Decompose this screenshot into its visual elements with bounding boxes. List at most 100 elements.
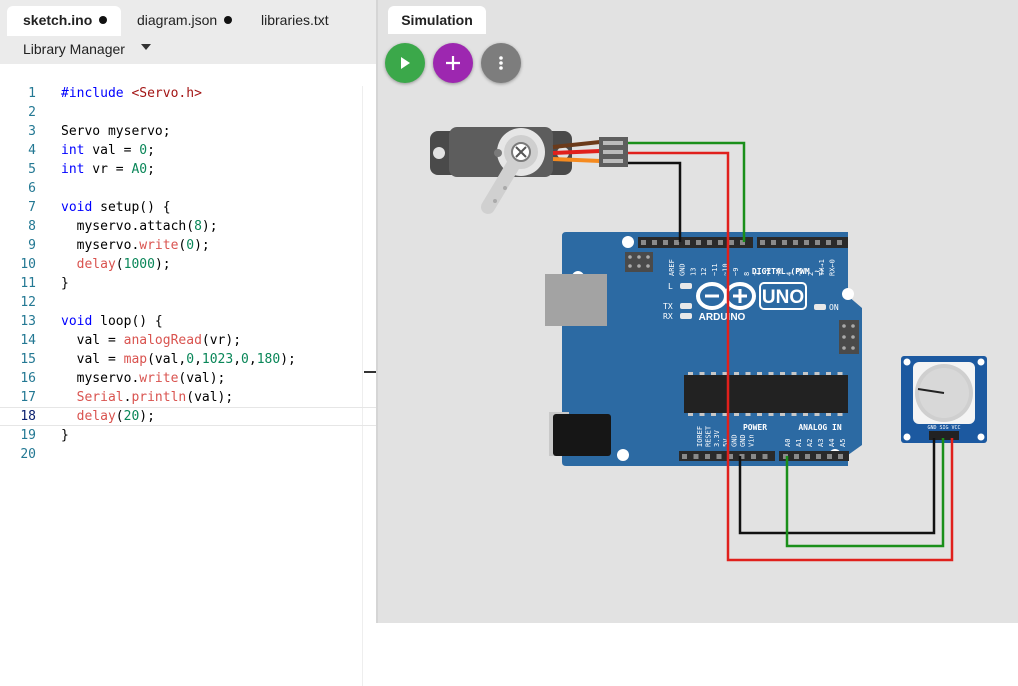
pin-label: 4 (786, 272, 794, 276)
line-number: 15 (20, 352, 36, 367)
line-number: 1 (28, 86, 36, 101)
code-text: val = map(val,0,1023,0,180); (61, 352, 296, 367)
line-number: 12 (20, 295, 36, 310)
code-text: int vr = A0; (61, 162, 155, 177)
plus-icon (446, 56, 460, 70)
code-line[interactable]: 16 myservo.write(val); (0, 369, 376, 388)
pin-label: A5 (839, 439, 847, 447)
line-number: 14 (20, 333, 36, 348)
line-number: 19 (20, 428, 36, 443)
pin-label: A0 (784, 439, 792, 447)
pin-label: GND (679, 263, 687, 276)
line-number: 17 (20, 390, 36, 405)
panel-divider[interactable] (376, 0, 378, 623)
code-line[interactable]: 20 (0, 445, 376, 464)
tab-label: sketch.ino (23, 12, 93, 28)
led-rx-label: RX (663, 312, 673, 321)
code-text: #include <Servo.h> (61, 86, 202, 101)
code-line[interactable]: 15 val = map(val,0,1023,0,180); (0, 350, 376, 369)
code-line[interactable]: 7 void setup() { (0, 198, 376, 217)
line-number: 2 (28, 105, 36, 120)
simulation-canvas[interactable]: UNO ARDUINO DIGITAL (PWM ~) L TX RX ON P… (378, 0, 1018, 623)
line-number: 13 (20, 314, 36, 329)
tab-sketch-ino[interactable]: sketch.ino (7, 6, 121, 36)
code-line[interactable]: 1 #include <Servo.h> (0, 84, 376, 103)
pin-label: Vin (748, 434, 756, 447)
code-line[interactable]: 19} (0, 426, 376, 445)
add-part-button[interactable] (433, 43, 473, 83)
line-number: 4 (28, 143, 36, 158)
code-line[interactable]: 17 Serial.println(val); (0, 388, 376, 407)
simulation-panel: UNO ARDUINO DIGITAL (PWM ~) L TX RX ON P… (378, 0, 1018, 623)
ruler-line (362, 86, 363, 686)
pin-label: RX←0 (829, 259, 837, 276)
line-number: 18 (20, 409, 36, 424)
code-line[interactable]: 4 int val = 0; (0, 141, 376, 160)
code-text: } (61, 276, 69, 291)
potentiometer[interactable]: GND SIG VCC (901, 356, 987, 443)
tab-diagram-json[interactable]: diagram.json (137, 6, 247, 36)
pin-label: ~3 (796, 268, 804, 276)
editor-panel: sketch.ino diagram.json libraries.txt Li… (0, 0, 376, 686)
library-manager-button[interactable]: Library Manager (23, 41, 125, 57)
code-line[interactable]: 10 delay(1000); (0, 255, 376, 274)
play-icon (401, 57, 410, 69)
line-number: 7 (28, 200, 36, 215)
pin-label: 8 (743, 272, 751, 276)
code-line[interactable]: 18 delay(20); (0, 407, 376, 426)
pin-label: RESET (705, 425, 713, 447)
code-line[interactable]: 12 (0, 293, 376, 312)
line-number: 11 (20, 276, 36, 291)
code-text: int val = 0; (61, 143, 155, 158)
pin-label: 7 (754, 272, 762, 276)
code-line[interactable]: 9 myservo.write(0); (0, 236, 376, 255)
pin-label: ~11 (711, 263, 719, 276)
code-text: delay(20); (76, 409, 155, 424)
servo-motor[interactable] (430, 127, 628, 214)
arduino-brand-label: ARDUINO (699, 312, 746, 323)
uno-label: UNO (762, 287, 804, 308)
more-options-button[interactable] (481, 43, 521, 83)
library-manager-bar: Library Manager (0, 36, 376, 64)
scroll-marker (364, 371, 376, 373)
more-vertical-icon (499, 56, 503, 70)
arduino-logo (696, 282, 756, 310)
tab-libraries-txt[interactable]: libraries.txt (261, 6, 351, 36)
pin-label: ~6 (764, 268, 772, 276)
digital-label: DIGITAL (PWM ~) (752, 267, 824, 276)
pin-label: AREF (668, 259, 676, 276)
wires[interactable] (628, 141, 954, 562)
pot-pin-labels: GND SIG VCC (927, 425, 960, 431)
code-line[interactable]: 2 (0, 103, 376, 122)
pin-label: ~9 (732, 268, 740, 276)
pin-label: TX→1 (818, 259, 826, 276)
code-text: void setup() { (61, 200, 171, 215)
pin-label: GND (739, 434, 747, 447)
pin-label: 5V (722, 438, 730, 447)
start-simulation-button[interactable] (385, 43, 425, 83)
chevron-down-icon[interactable] (141, 44, 151, 50)
code-line[interactable]: 14 val = analogRead(vr); (0, 331, 376, 350)
pin-label: 12 (700, 268, 708, 276)
pin-label: A1 (795, 439, 803, 447)
tab-simulation[interactable]: Simulation (388, 6, 486, 34)
line-number: 5 (28, 162, 36, 177)
code-line[interactable]: 6 (0, 179, 376, 198)
pin-label: ~10 (722, 263, 730, 276)
line-number: 9 (28, 238, 36, 253)
code-line[interactable]: 11} (0, 274, 376, 293)
code-line[interactable]: 5 int vr = A0; (0, 160, 376, 179)
pin-label: 2 (807, 272, 815, 276)
line-number: 16 (20, 371, 36, 386)
led-on-label: ON (829, 303, 839, 312)
unsaved-dot-icon (224, 16, 233, 24)
pin-label: A4 (828, 439, 836, 447)
code-text: myservo.write(0); (61, 238, 210, 253)
pin-label: GND (730, 434, 738, 447)
arduino-uno-board[interactable]: UNO ARDUINO DIGITAL (PWM ~) L TX RX ON P… (545, 232, 862, 466)
code-line[interactable]: 8 myservo.attach(8); (0, 217, 376, 236)
